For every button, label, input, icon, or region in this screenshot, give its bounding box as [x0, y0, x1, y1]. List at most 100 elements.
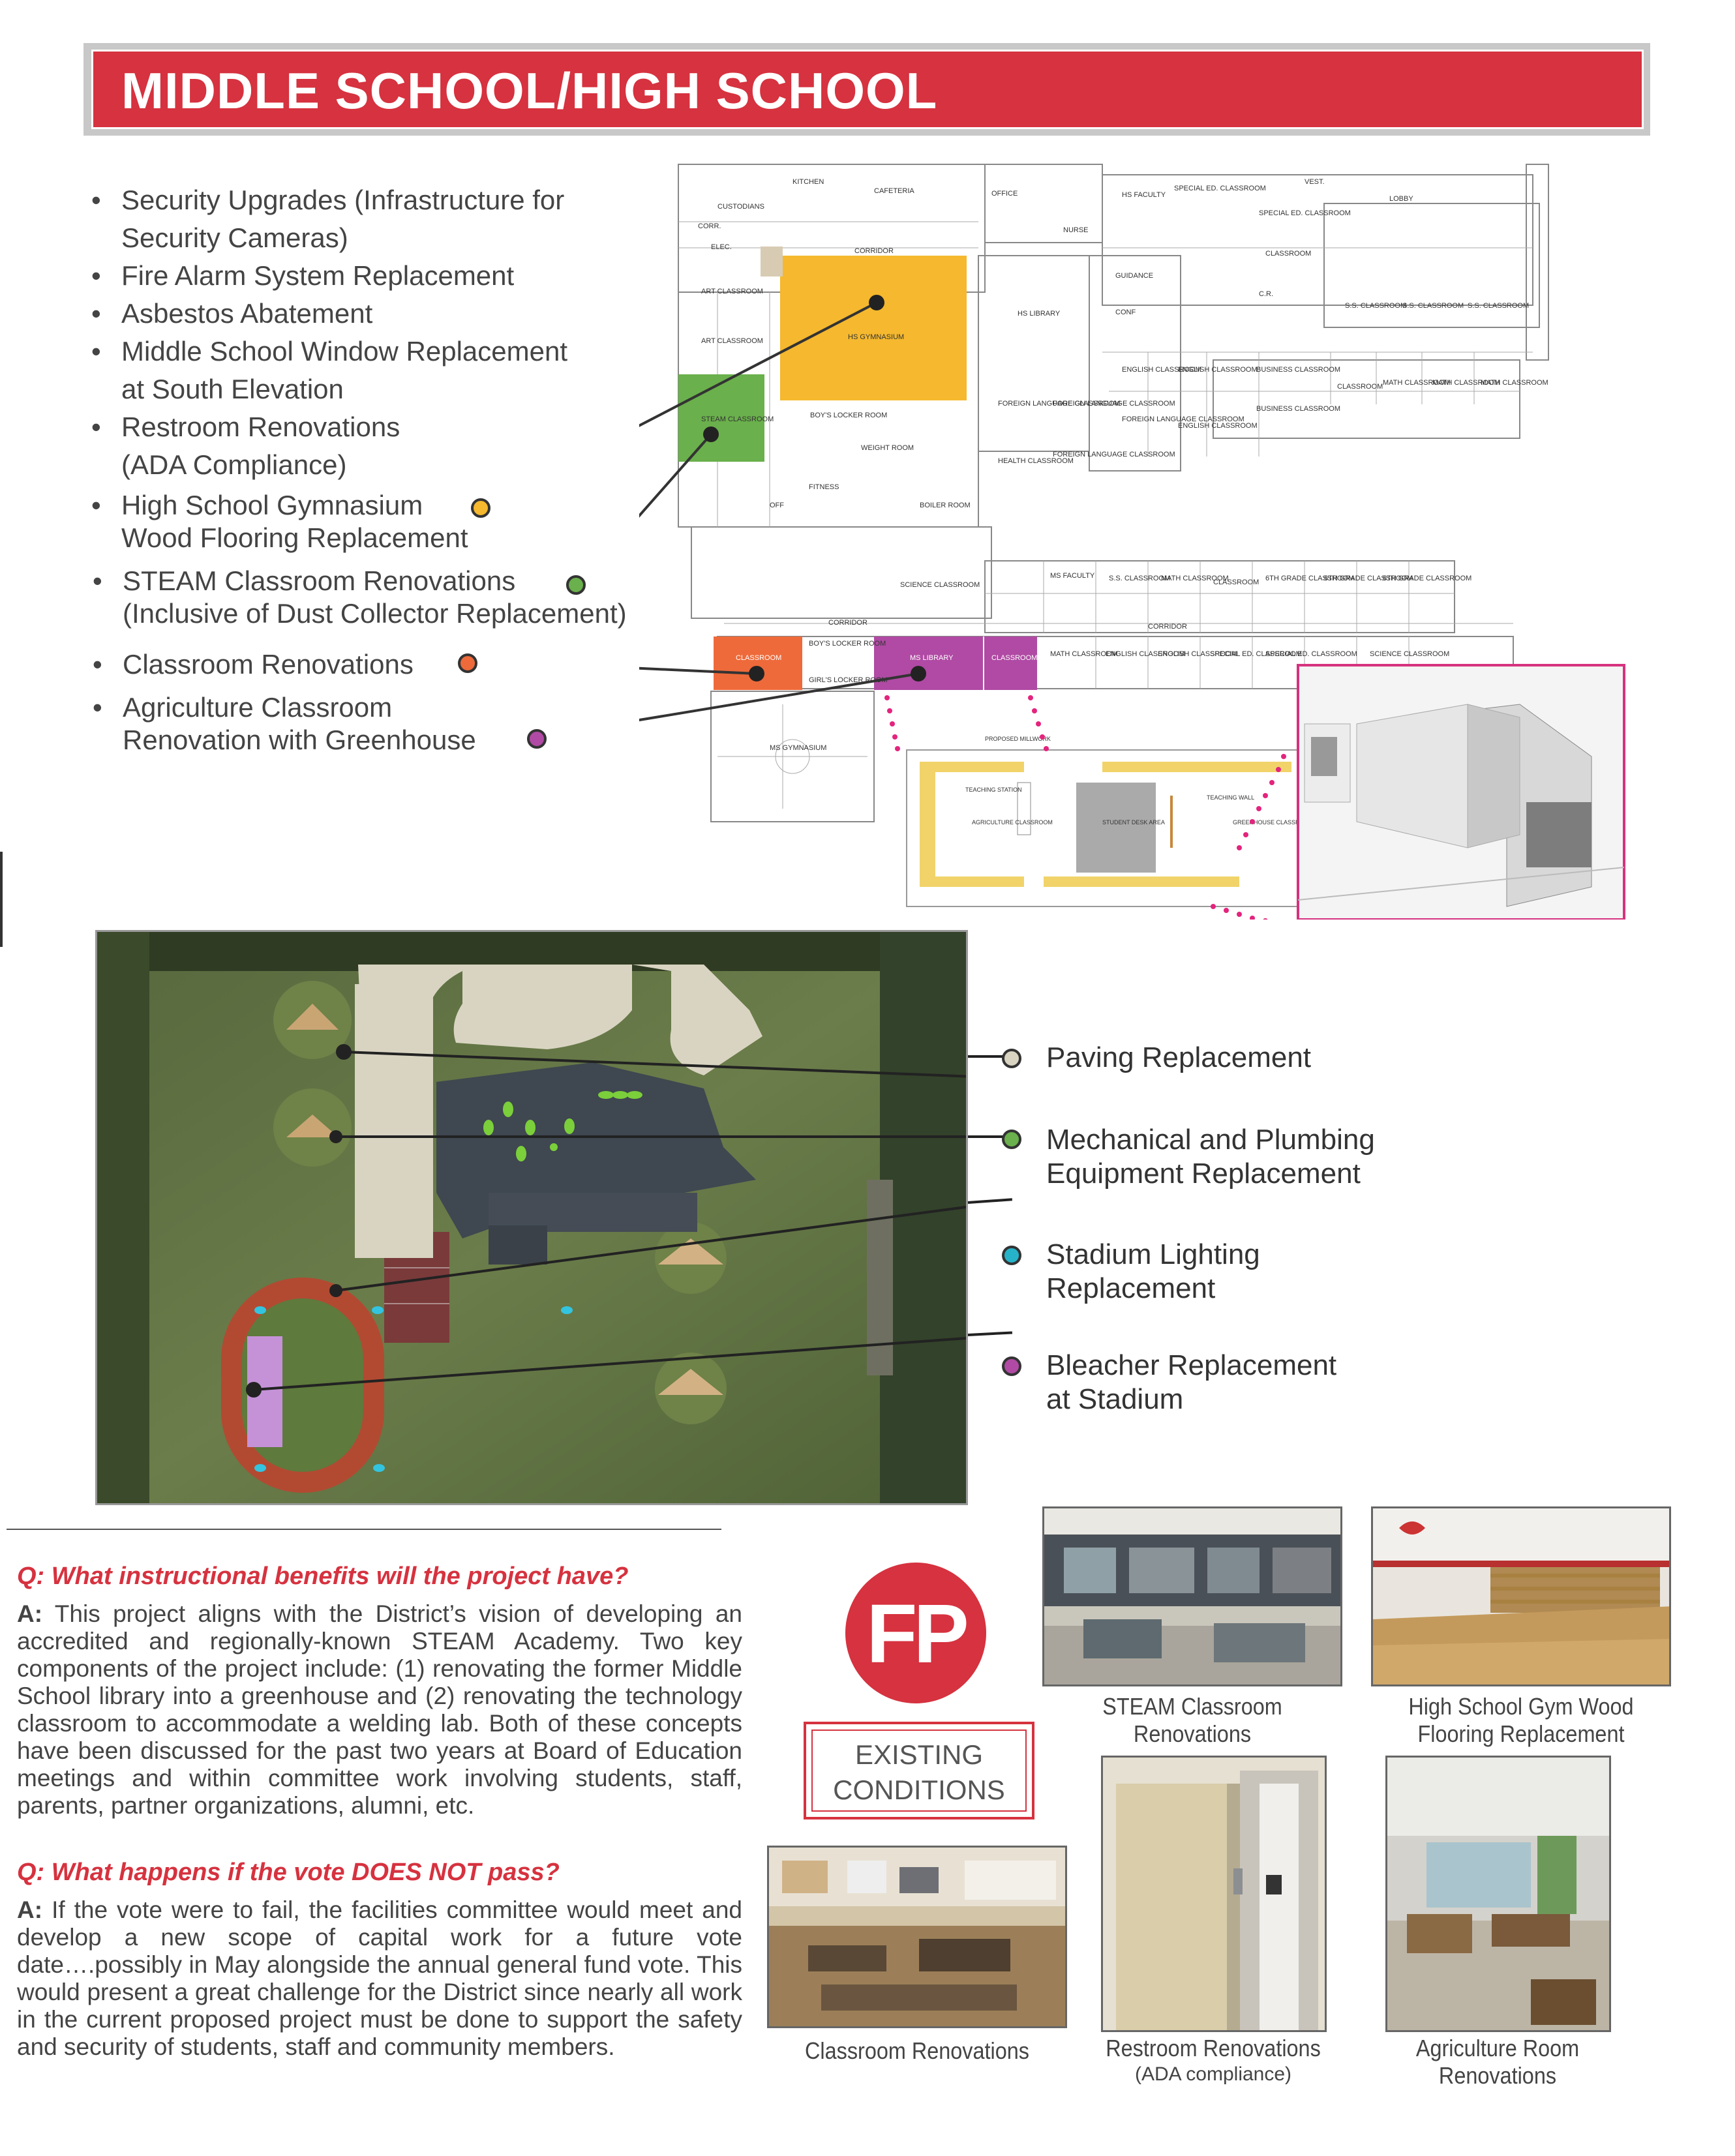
steam-photo-drawing [1044, 1508, 1340, 1684]
agriculture-room-photo [1385, 1756, 1611, 2032]
svg-text:OFFICE: OFFICE [991, 190, 1018, 198]
legend-lighting-line1: Stadium Lighting [1046, 1238, 1260, 1270]
svg-text:CLASSROOM: CLASSROOM [1213, 578, 1259, 586]
svg-text:S.S. CLASSROOM: S.S. CLASSROOM [1402, 302, 1464, 310]
fp-logo-text: FP [866, 1587, 969, 1681]
existing-conditions-box [804, 1722, 1034, 1819]
svg-text:MATH CLASSROOM: MATH CLASSROOM [1432, 379, 1500, 387]
agriculture-photo-drawing [1387, 1758, 1609, 2030]
paving-marker [1002, 1049, 1021, 1068]
bullet-item: •Middle School Window Replacement at Sou… [91, 336, 567, 404]
svg-text:HS GYMNASIUM: HS GYMNASIUM [848, 333, 904, 341]
gym-caption: High School Gym Wood Flooring Replacemen… [1386, 1693, 1656, 1748]
svg-text:FOREIGN LANGUAGE CLASSROOM: FOREIGN LANGUAGE CLASSROOM [1053, 451, 1175, 458]
svg-text:KITCHEN: KITCHEN [792, 178, 824, 186]
bullet-text-cont: (ADA Compliance) [121, 449, 347, 480]
answer-1-prefix: A: [17, 1600, 43, 1627]
svg-text:FOREIGN LANGUAGE CLASSROOM: FOREIGN LANGUAGE CLASSROOM [998, 400, 1121, 408]
leader-line [968, 1135, 1012, 1138]
existing-line1: EXISTING [854, 1739, 984, 1770]
svg-text:CORR.: CORR. [698, 222, 721, 230]
bullet-text: Restroom Renovations [121, 412, 400, 442]
svg-text:HS FACULTY: HS FACULTY [1122, 191, 1166, 199]
svg-text:CUSTODIANS: CUSTODIANS [717, 203, 764, 211]
svg-text:FOREIGN LANGUAGE CLASSROOM: FOREIGN LANGUAGE CLASSROOM [1053, 400, 1175, 408]
classroom-caption: Classroom Renovations [805, 2037, 1029, 2064]
bullet-text: Classroom Renovations [123, 649, 414, 680]
fp-logo [845, 1563, 986, 1703]
svg-text:BOY'S LOCKER ROOM: BOY'S LOCKER ROOM [809, 640, 886, 648]
legend-mechanical: Mechanical and Plumbing Equipment Replac… [1046, 1123, 1375, 1191]
bullet-text: Agriculture Classroom [123, 692, 393, 723]
answer-1: A: This project aligns with the District… [17, 1600, 742, 1819]
bleacher-marker [1002, 1356, 1021, 1376]
svg-text:ENGLISH CLASSROOM: ENGLISH CLASSROOM [1106, 650, 1185, 658]
svg-text:C.R.: C.R. [1259, 290, 1273, 298]
leader-line [967, 1331, 1013, 1336]
svg-text:S.S. CLASSROOM: S.S. CLASSROOM [1109, 575, 1170, 582]
svg-text:BUSINESS CLASSROOM: BUSINESS CLASSROOM [1256, 366, 1340, 374]
svg-text:WEIGHT ROOM: WEIGHT ROOM [861, 444, 914, 452]
steam-caption-line1: STEAM Classroom [1102, 1693, 1282, 1720]
svg-text:CLASSROOM: CLASSROOM [991, 654, 1037, 662]
restroom-photo [1101, 1756, 1327, 2032]
bullet-item: •Agriculture Classroom Renovation with G… [93, 692, 476, 755]
bullet-text-cont: at South Elevation [121, 374, 344, 404]
bullet-text: Middle School Window Replacement [121, 336, 567, 367]
header-banner [91, 50, 1644, 129]
answer-2: A: If the vote were to fail, the facilit… [17, 1896, 742, 2061]
answer-2-prefix: A: [17, 1896, 43, 1923]
svg-text:CORRIDOR: CORRIDOR [1148, 623, 1187, 631]
svg-text:MATH CLASSROOM: MATH CLASSROOM [1481, 379, 1548, 387]
callout-dots [884, 695, 1286, 920]
leader-line [968, 1055, 1012, 1058]
question-1: Q: What instructional benefits will the … [17, 1563, 629, 1590]
restroom-caption-sub: (ADA compliance) [1134, 2063, 1292, 2085]
svg-text:HEALTH CLASSROOM: HEALTH CLASSROOM [998, 457, 1074, 465]
edge-mark [0, 852, 3, 947]
legend-lighting-line2: Replacement [1046, 1272, 1216, 1304]
steam-caption-line2: Renovations [1133, 1720, 1252, 1747]
legend-bleacher-line2: at Stadium [1046, 1383, 1184, 1415]
svg-text:MATH CLASSROOM: MATH CLASSROOM [1161, 575, 1229, 582]
leader-line [967, 1198, 1012, 1204]
leader-lines [639, 301, 919, 722]
svg-text:GUIDANCE: GUIDANCE [1115, 272, 1153, 280]
agriculture-caption-line2: Renovations [1438, 2062, 1557, 2089]
legend-bleacher: Bleacher Replacement at Stadium [1046, 1349, 1336, 1416]
bullet-text-cont: Security Cameras) [121, 222, 348, 253]
svg-text:CONF: CONF [1115, 308, 1136, 316]
gym-caption-line1: High School Gym Wood [1408, 1693, 1634, 1720]
legend-paving: Paving Replacement [1046, 1041, 1312, 1073]
svg-text:MS FACULTY: MS FACULTY [1050, 572, 1095, 580]
svg-text:SCIENCE CLASSROOM: SCIENCE CLASSROOM [1370, 650, 1449, 658]
svg-text:CAFETERIA: CAFETERIA [874, 187, 914, 195]
divider [7, 1529, 721, 1530]
restroom-caption: Restroom Renovations [1106, 2035, 1321, 2061]
legend-mechanical-line1: Mechanical and Plumbing [1046, 1124, 1375, 1156]
svg-text:6TH GRADE CLASSROOM: 6TH GRADE CLASSROOM [1324, 575, 1413, 582]
svg-text:MATH CLASSROOM: MATH CLASSROOM [1383, 379, 1451, 387]
svg-text:AGRICULTURE CLASSROOM: AGRICULTURE CLASSROOM [972, 819, 1053, 826]
bullet-text: STEAM Classroom Renovations [123, 565, 516, 596]
agriculture-caption: Agriculture Room Renovations [1363, 2035, 1633, 2089]
svg-text:ART CLASSROOM: ART CLASSROOM [701, 288, 763, 295]
greenhouse-plan: PROPOSED MILLWORK TEACHING STATION AGRIC… [906, 736, 1314, 907]
ms-library-highlight [874, 636, 1037, 690]
greenhouse-rendering [1297, 664, 1625, 920]
classroom-highlight [714, 636, 802, 690]
svg-text:MS LIBRARY: MS LIBRARY [910, 654, 954, 662]
svg-text:STEAM CLASSROOM: STEAM CLASSROOM [701, 415, 774, 423]
svg-text:NURSE: NURSE [1063, 226, 1089, 234]
svg-text:SCIENCE CLASSROOM: SCIENCE CLASSROOM [900, 581, 980, 589]
svg-text:PROPOSED MILLWORK: PROPOSED MILLWORK [985, 736, 1051, 742]
bullet-item: •High School Gymnasium Wood Flooring Rep… [91, 490, 468, 553]
svg-text:ENGLISH CLASSROOM: ENGLISH CLASSROOM [1178, 366, 1258, 374]
svg-text:SPECIAL ED. CLASSROOM: SPECIAL ED. CLASSROOM [1259, 209, 1351, 217]
bullet-text-cont: Wood Flooring Replacement [121, 522, 468, 553]
svg-text:6TH GRADE CLASSROOM: 6TH GRADE CLASSROOM [1265, 575, 1354, 582]
classroom-photo-drawing [769, 1848, 1065, 2026]
svg-text:SPECIAL ED. CLASSROOM: SPECIAL ED. CLASSROOM [1210, 650, 1302, 658]
svg-text:S.S. CLASSROOM: S.S. CLASSROOM [1345, 302, 1406, 310]
svg-text:SPECIAL ED. CLASSROOM: SPECIAL ED. CLASSROOM [1265, 650, 1357, 658]
